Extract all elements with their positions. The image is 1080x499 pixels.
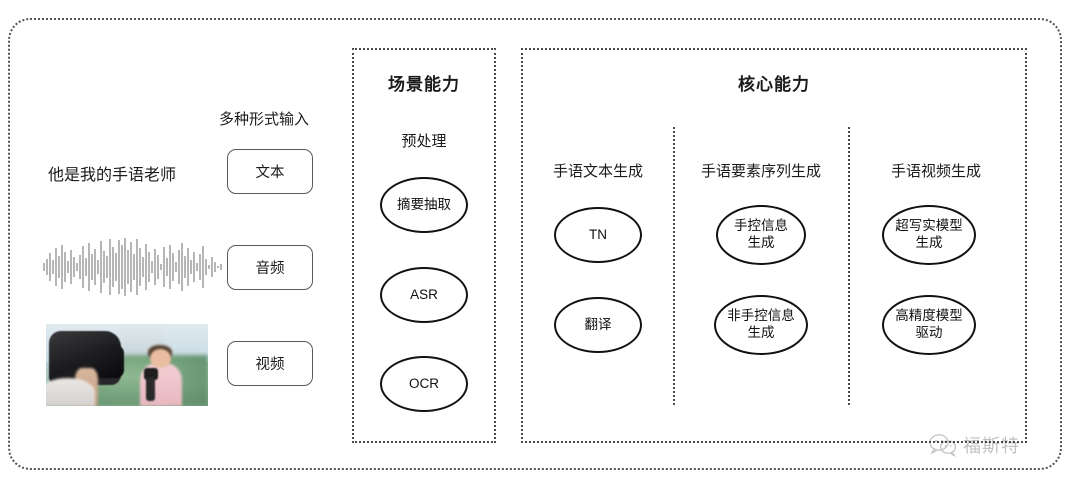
node-summary-extraction-label: 摘要抽取 xyxy=(397,196,451,212)
input-chip-audio[interactable]: 音频 xyxy=(227,245,313,290)
node-asr-label: ASR xyxy=(410,286,438,302)
scene-capability-title: 场景能力 xyxy=(388,75,460,94)
node-tn-label: TN xyxy=(589,226,607,242)
input-chip-audio-label: 音频 xyxy=(255,261,285,277)
node-non-manual-signal-generation[interactable]: 非手控信息 生成 xyxy=(714,295,808,355)
node-photorealistic-model-generation-label: 超写实模型 生成 xyxy=(895,218,963,250)
audio-waveform xyxy=(43,238,222,296)
node-manual-signal-generation-label: 手控信息 生成 xyxy=(734,218,788,250)
input-section-caption: 多种形式输入 xyxy=(219,111,310,128)
core-capability-divider-2 xyxy=(848,127,850,405)
node-ocr[interactable]: OCR xyxy=(380,356,468,412)
input-chip-video-label: 视频 xyxy=(255,357,285,373)
node-photorealistic-model-generation[interactable]: 超写实模型 生成 xyxy=(882,205,976,265)
wechat-icon xyxy=(929,434,957,457)
scene-capability-sub-label: 预处理 xyxy=(401,133,447,150)
watermark: 福斯特 xyxy=(928,432,1020,458)
sample-input-text: 他是我的手语老师 xyxy=(48,167,177,184)
video-thumbnail xyxy=(46,324,208,406)
sign-text-generation-label: 手语文本生成 xyxy=(552,163,643,180)
core-capability-title: 核心能力 xyxy=(738,75,810,94)
node-translation[interactable]: 翻译 xyxy=(554,297,642,353)
core-capability-divider-1 xyxy=(673,127,675,405)
input-chip-video[interactable]: 视频 xyxy=(227,341,313,386)
sign-video-generation-label: 手语视频生成 xyxy=(890,163,981,180)
core-capability-box: 核心能力 xyxy=(521,48,1027,443)
scene-capability-box: 场景能力 xyxy=(352,48,496,443)
node-high-precision-model-driving-label: 高精度模型 驱动 xyxy=(895,308,963,340)
outer-frame xyxy=(8,18,1062,470)
node-translation-label: 翻译 xyxy=(584,316,612,332)
node-ocr-label: OCR xyxy=(409,375,439,391)
node-summary-extraction[interactable]: 摘要抽取 xyxy=(380,177,468,233)
node-manual-signal-generation[interactable]: 手控信息 生成 xyxy=(716,205,806,265)
node-tn[interactable]: TN xyxy=(554,207,642,263)
input-chip-text[interactable]: 文本 xyxy=(227,149,313,194)
watermark-text: 福斯特 xyxy=(963,436,1020,456)
input-chip-text-label: 文本 xyxy=(255,165,285,181)
sign-element-sequence-generation-label: 手语要素序列生成 xyxy=(700,163,821,180)
node-high-precision-model-driving[interactable]: 高精度模型 驱动 xyxy=(882,295,976,355)
node-asr[interactable]: ASR xyxy=(380,267,468,323)
node-non-manual-signal-generation-label: 非手控信息 生成 xyxy=(727,308,795,340)
